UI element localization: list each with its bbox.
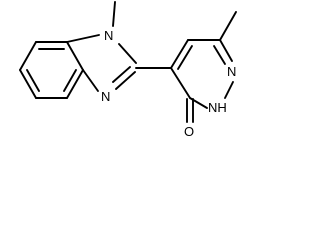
bond-benzene-2 [66,41,84,71]
atom-label-pyridazine-n: N [227,64,236,79]
bond-imidazole-c2-n3 [115,71,136,90]
atom-label-nh: NH [208,100,227,115]
bond-pyr-c6-n1-double [213,45,226,65]
bond-pyr-c6-n1 [219,39,233,62]
bond-pyr-c3-c4 [170,67,191,99]
bond-imidazole-c-n1 [66,34,100,43]
benzene-ring [19,41,84,99]
bond-benzene-inner-3 [63,69,77,92]
bond-n-methyl [112,1,116,27]
bond-benzene-5 [19,69,37,99]
structure-diagram: N N N NH O [19,1,237,139]
bond-benzene-3 [66,69,84,99]
bond-benzene-inner-2 [26,69,40,92]
bond-benzene-6 [19,41,37,71]
bond-imidazole-n1-c2 [118,43,137,64]
atom-label-ring-n: N [101,89,110,104]
bond-pyr-c4-c5-double [177,45,193,70]
bond-pyr-c4-c5 [170,39,189,69]
imidazole-ring [66,1,137,92]
bond-imidazole-c2-n3-double [112,66,131,83]
atom-label-oxygen: O [184,124,194,139]
bond-pyr-n1-n2 [224,81,234,99]
atom-label-methyl-n: N [104,28,113,43]
bond-imidazole-n3-c [82,69,99,92]
pyridazinone-ring [170,11,237,123]
bond-c-methyl [219,11,237,41]
